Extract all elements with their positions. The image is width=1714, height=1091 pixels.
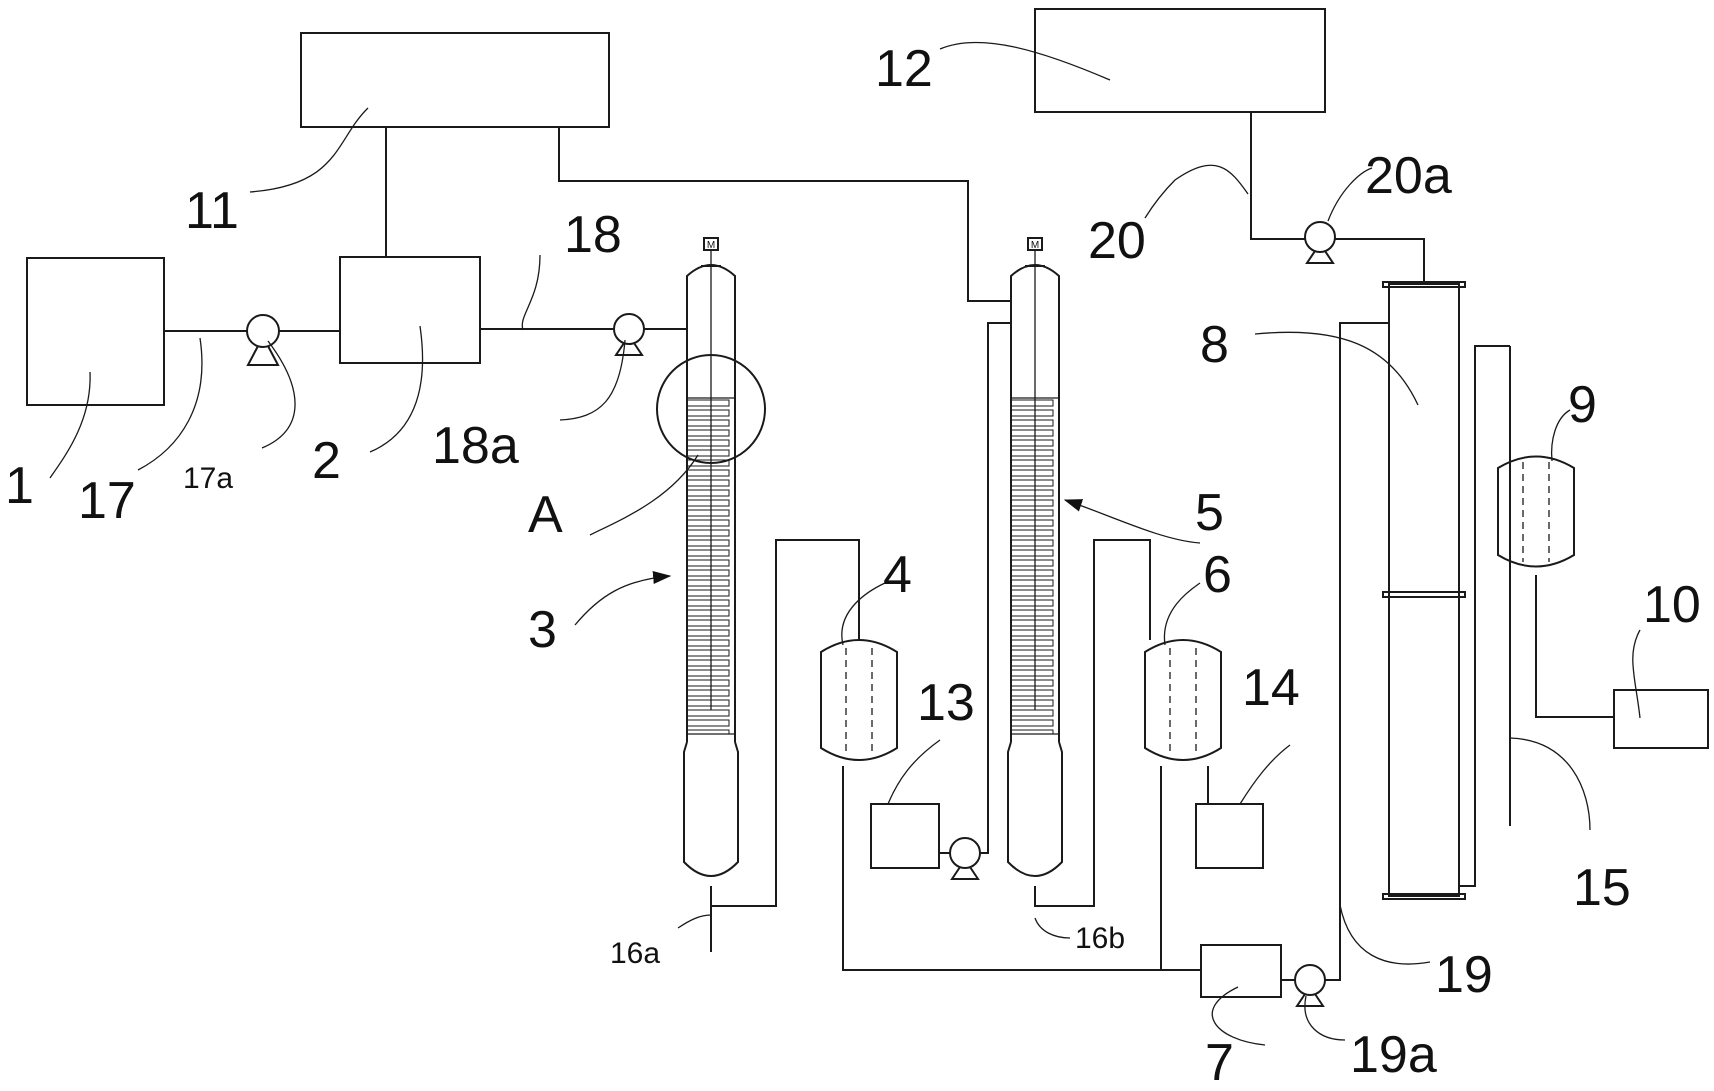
tank-13 [870,803,940,869]
label-10: 10 [1643,576,1701,634]
label-17: 17 [78,472,136,530]
label-17a: 17a [183,462,233,495]
condenser-9 [1497,455,1575,568]
label-14: 14 [1242,659,1300,717]
pump-13 [949,837,981,880]
label-4: 4 [883,546,912,604]
label-20: 20 [1088,212,1146,270]
label-18: 18 [564,206,622,264]
label-16a: 16a [610,937,660,970]
label-18a: 18a [432,417,519,475]
tank-10 [1613,689,1709,749]
detail-circle-A [656,354,766,464]
label-19a: 19a [1350,1026,1437,1084]
tank-1 [26,257,165,406]
label-3: 3 [528,601,557,659]
tank-14 [1195,803,1264,869]
column-5: M [1007,237,1063,877]
label-12: 12 [875,40,933,98]
label-16b: 16b [1075,922,1125,955]
mixer-2 [339,256,481,364]
label-5: 5 [1195,484,1224,542]
label-A: A [528,486,563,544]
label-1: 1 [5,457,34,515]
pump-19a [1294,964,1326,1007]
condenser-6 [1144,639,1222,761]
label-9: 9 [1568,376,1597,434]
label-15: 15 [1573,859,1631,917]
label-13: 13 [917,674,975,732]
reactor-8 [1382,281,1466,900]
condenser-4 [820,639,898,761]
column-3-tag: M [707,240,715,251]
label-2: 2 [312,432,341,490]
column-5-tag: M [1031,240,1039,251]
label-8: 8 [1200,316,1229,374]
label-20a: 20a [1365,147,1452,205]
pump-18a [613,313,645,356]
control-unit-12 [1034,8,1326,113]
pump-17a [246,314,280,366]
label-7: 7 [1205,1034,1234,1091]
label-6: 6 [1203,546,1232,604]
labels: 1 17 17a 2 18a 18 11 12 20 20a A 3 4 5 6… [5,40,1701,1091]
piping [164,112,1614,981]
pump-20a [1304,221,1336,264]
control-unit-11 [300,32,610,128]
column-3: M [683,237,739,877]
leader-lines [49,41,1641,1046]
label-19: 19 [1435,946,1493,1004]
label-11: 11 [185,182,239,240]
tank-7 [1200,944,1282,998]
